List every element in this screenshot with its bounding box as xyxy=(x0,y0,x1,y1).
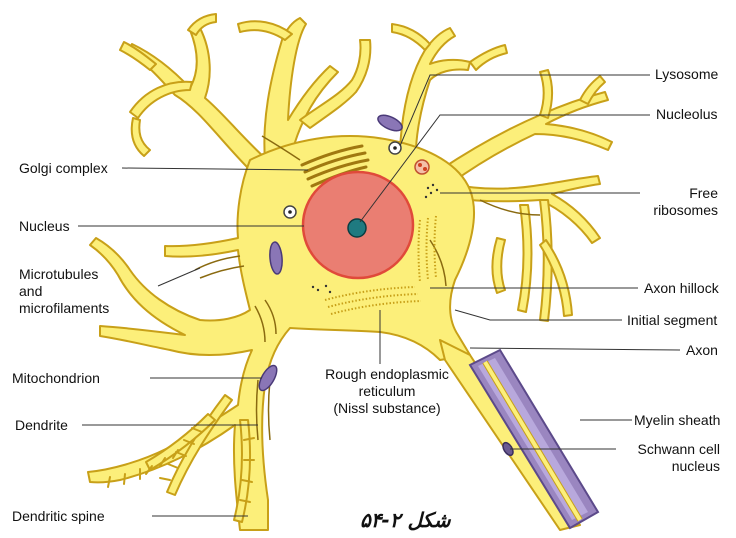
axon-hillock-label: Axon hillock xyxy=(644,280,719,297)
microtubules-label: Microtubules and microfilaments xyxy=(19,266,109,317)
mitochondrion-label: Mitochondrion xyxy=(12,370,100,387)
dendritic-spine-label: Dendritic spine xyxy=(12,508,105,525)
figure-caption: شکل ۲-۵۴ xyxy=(360,508,450,532)
schwann-cell-nucleus-label: Schwann cell nucleus xyxy=(620,441,720,475)
secretory-granule xyxy=(415,160,429,174)
axon-label: Axon xyxy=(686,342,718,359)
myelin-sheath xyxy=(470,350,598,528)
lysosome-label: Lysosome xyxy=(655,66,718,83)
nucleolus xyxy=(348,219,366,237)
myelin-sheath-label: Myelin sheath xyxy=(634,412,720,429)
nucleolus-label: Nucleolus xyxy=(656,106,717,123)
dendrite-label: Dendrite xyxy=(15,417,68,434)
nucleus-label: Nucleus xyxy=(19,218,70,235)
rough-er-label: Rough endoplasmic reticulum (Nissl subst… xyxy=(312,366,462,417)
golgi-complex-label: Golgi complex xyxy=(19,160,108,177)
free-ribosomes-label: Free ribosomes xyxy=(640,185,718,219)
initial-segment-label: Initial segment xyxy=(627,312,717,329)
